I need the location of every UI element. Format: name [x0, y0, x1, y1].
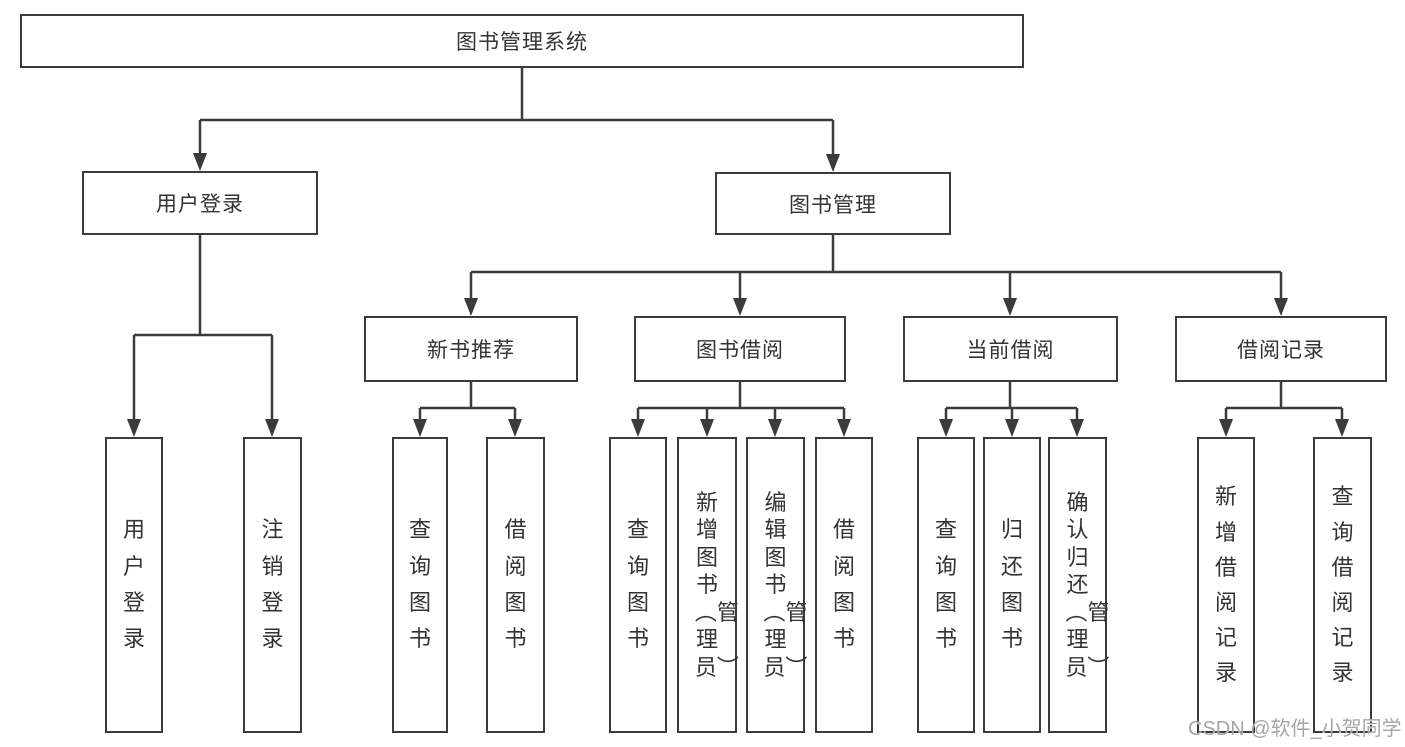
- node-user-login: 用户登录: [82, 171, 318, 235]
- node-label: 查询借阅记录: [1331, 484, 1354, 686]
- node-label: 新书推荐: [427, 339, 515, 362]
- node-label: 图书管理系统: [456, 31, 588, 54]
- arrowhead-icon: [1335, 419, 1349, 437]
- node-label: 图书管理: [789, 193, 877, 217]
- arrowhead-icon: [1003, 298, 1017, 316]
- node-label: 注销登录: [261, 517, 284, 652]
- arrowhead-icon: [837, 419, 851, 437]
- arrowhead-icon: [733, 298, 747, 316]
- node-label: 图书借阅: [696, 339, 784, 362]
- node-label: 用户登录: [156, 193, 244, 216]
- leaf-confirm-return-admin: 确认归还︵管理员︶: [1048, 437, 1110, 733]
- leaf-user-login: 用户登录: [105, 437, 163, 733]
- leaf-query-books: 查询图书: [392, 437, 448, 733]
- arrowhead-icon: [508, 419, 522, 437]
- leaf-query-borrow-record: 查询借阅记录: [1313, 437, 1372, 733]
- node-new-book-recommendation: 新书推荐: [364, 316, 578, 382]
- leaf-query-books: 查询图书: [917, 437, 975, 733]
- node-label: 查询图书: [626, 517, 649, 652]
- leaf-borrow-books: 借阅图书: [486, 437, 545, 733]
- arrowhead-icon: [413, 419, 427, 437]
- node-label: 编辑图书︵管理员︶: [763, 489, 808, 680]
- arrowhead-icons: [127, 153, 1349, 437]
- node-label: 查询图书: [934, 517, 957, 652]
- csdn-watermark: CSDN @软件_小贺同学: [1188, 718, 1402, 740]
- node-book-management: 图书管理: [715, 172, 951, 235]
- leaf-return-books: 归还图书: [983, 437, 1041, 733]
- node-label: 用户登录: [122, 517, 145, 652]
- arrowhead-icon: [768, 419, 782, 437]
- node-borrowing-records: 借阅记录: [1175, 316, 1387, 382]
- node-root-system: 图书管理系统: [20, 14, 1024, 68]
- leaf-add-borrow-record: 新增借阅记录: [1197, 437, 1255, 733]
- arrowhead-icon: [193, 153, 207, 171]
- node-label: 查询图书: [408, 517, 431, 652]
- leaf-add-books-admin: 新增图书︵管理员︶: [677, 437, 739, 733]
- node-label: 当前借阅: [966, 339, 1055, 362]
- node-current-borrowing: 当前借阅: [903, 316, 1118, 382]
- arrowhead-icon: [631, 419, 645, 437]
- node-label: 借阅图书: [832, 517, 855, 652]
- leaf-edit-books-admin: 编辑图书︵管理员︶: [746, 437, 808, 733]
- node-label: 确认归还︵管理员︶: [1065, 489, 1110, 680]
- arrowhead-icon: [1219, 419, 1233, 437]
- connector-lines: [132, 68, 1344, 420]
- node-label: 归还图书: [1000, 517, 1023, 652]
- arrowhead-icon: [1070, 419, 1084, 437]
- arrowhead-icon: [700, 419, 714, 437]
- node-book-borrowing: 图书借阅: [634, 316, 846, 382]
- leaf-borrow-books: 借阅图书: [815, 437, 873, 733]
- arrowhead-icon: [1005, 419, 1019, 437]
- leaf-logout: 注销登录: [243, 437, 302, 733]
- leaf-query-books: 查询图书: [609, 437, 667, 733]
- arrowhead-icon: [464, 298, 478, 316]
- node-label: 借阅图书: [504, 517, 527, 652]
- node-label: 借阅记录: [1237, 339, 1325, 362]
- arrowhead-icon: [939, 419, 953, 437]
- arrowhead-icon: [265, 419, 279, 437]
- node-label: 新增借阅记录: [1214, 484, 1237, 686]
- node-label: 新增图书︵管理员︶: [694, 489, 739, 680]
- arrowhead-icon: [1274, 298, 1288, 316]
- arrowhead-icon: [826, 154, 840, 172]
- arrowhead-icon: [127, 419, 141, 437]
